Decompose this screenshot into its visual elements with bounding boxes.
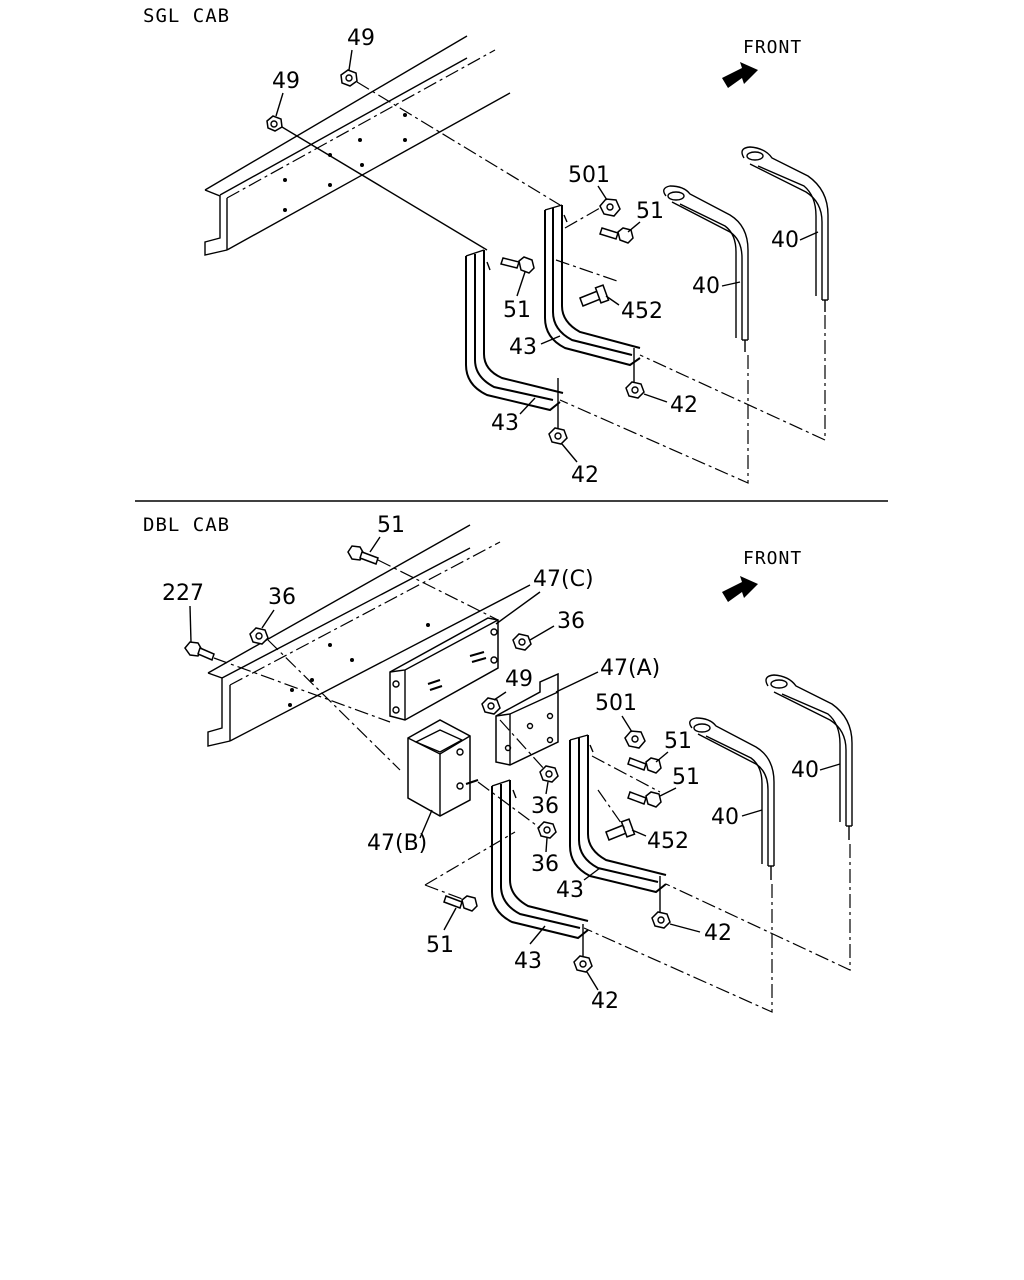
dbl-bolt-51-top bbox=[347, 545, 379, 565]
dbl-nut-36-frame bbox=[249, 627, 269, 645]
dbl-label-43-right: 43 bbox=[556, 878, 584, 903]
dbl-front-arrow-icon bbox=[722, 576, 758, 602]
sgl-nut-42-right bbox=[625, 381, 645, 399]
sgl-nut-501 bbox=[599, 198, 621, 217]
dbl-label-42-right: 42 bbox=[704, 921, 732, 946]
dbl-nut-36-mid bbox=[539, 765, 559, 783]
dbl-bracket-47b bbox=[407, 719, 479, 817]
dbl-label-43-left: 43 bbox=[514, 949, 542, 974]
dbl-strap-40-rear bbox=[765, 674, 853, 840]
dbl-label-42-left: 42 bbox=[591, 989, 619, 1014]
sgl-label-40-front: 40 bbox=[692, 274, 720, 299]
sgl-bolt-51-left bbox=[500, 256, 535, 274]
dbl-label-227: 227 bbox=[162, 581, 204, 606]
sgl-bolt-51-right bbox=[599, 227, 634, 244]
dbl-label-36-c: 36 bbox=[557, 609, 585, 634]
dbl-bolt-51-b bbox=[627, 791, 662, 808]
dbl-stud-452 bbox=[605, 818, 636, 841]
dbl-front-label: FRONT bbox=[743, 548, 802, 569]
dbl-bolt-51-a bbox=[627, 757, 662, 774]
dbl-nut-36-low bbox=[537, 821, 557, 839]
sgl-strap-40-front bbox=[663, 185, 749, 352]
sgl-nut-49-top bbox=[340, 69, 358, 87]
sgl-label-43-left: 43 bbox=[491, 411, 519, 436]
dbl-label-47a: 47(A) bbox=[600, 656, 660, 681]
dbl-label-40-front: 40 bbox=[711, 805, 739, 830]
dbl-label-47b: 47(B) bbox=[367, 831, 427, 856]
sgl-strap-40-rear bbox=[741, 146, 829, 312]
sgl-label-452: 452 bbox=[621, 299, 663, 324]
sgl-label-49-left: 49 bbox=[272, 69, 300, 94]
dbl-nut-36-c bbox=[512, 633, 532, 651]
sgl-label-51-right: 51 bbox=[636, 199, 664, 224]
sgl-cab-title: SGL CAB bbox=[143, 5, 230, 27]
sgl-frame-rail bbox=[204, 35, 511, 256]
dbl-label-47c: 47(C) bbox=[533, 567, 594, 592]
dbl-nut-501 bbox=[624, 730, 646, 749]
dbl-frame-rail bbox=[207, 524, 531, 747]
dbl-cab-section: DBL CAB FRONT 51 bbox=[143, 513, 853, 1014]
dbl-nut-49 bbox=[481, 697, 501, 715]
dbl-label-40-rear: 40 bbox=[791, 758, 819, 783]
sgl-nut-49-left bbox=[266, 115, 283, 132]
sgl-front-label: FRONT bbox=[743, 37, 802, 58]
dbl-label-452: 452 bbox=[647, 829, 689, 854]
sgl-label-42-left: 42 bbox=[571, 463, 599, 488]
dbl-label-51-b: 51 bbox=[672, 765, 700, 790]
dbl-label-501: 501 bbox=[595, 691, 637, 716]
dbl-nut-42-left bbox=[573, 955, 593, 973]
dbl-label-36-low: 36 bbox=[531, 852, 559, 877]
dbl-bolt-51-low bbox=[443, 895, 478, 912]
dbl-cab-title: DBL CAB bbox=[143, 514, 230, 536]
dbl-nut-42-right bbox=[651, 911, 671, 929]
dbl-label-49: 49 bbox=[505, 667, 533, 692]
sgl-label-43-right: 43 bbox=[509, 335, 537, 360]
sgl-label-501: 501 bbox=[568, 163, 610, 188]
sgl-front-arrow-icon bbox=[722, 62, 758, 88]
sgl-nut-42-left bbox=[548, 427, 568, 445]
dbl-bracket-47c bbox=[389, 617, 499, 721]
dbl-label-51-low: 51 bbox=[426, 933, 454, 958]
sgl-bracket-43-left bbox=[465, 249, 564, 412]
sgl-label-42-right: 42 bbox=[670, 393, 698, 418]
dbl-bracket-47a bbox=[495, 672, 559, 766]
dbl-bracket-43-left bbox=[491, 779, 589, 940]
sgl-bracket-43-right bbox=[544, 204, 641, 367]
sgl-label-40-rear: 40 bbox=[771, 228, 799, 253]
dbl-label-51-a: 51 bbox=[664, 729, 692, 754]
dbl-label-36-frame: 36 bbox=[268, 585, 296, 610]
dbl-bolt-227 bbox=[184, 641, 215, 662]
sgl-stud-452 bbox=[579, 284, 610, 307]
sgl-cab-section: SGL CAB FRONT 49 bbox=[143, 5, 829, 488]
sgl-label-49-top: 49 bbox=[347, 26, 375, 51]
dbl-strap-40-front bbox=[689, 717, 775, 880]
sgl-label-51-left: 51 bbox=[503, 298, 531, 323]
dbl-label-51-top: 51 bbox=[377, 513, 405, 538]
dbl-label-36-mid: 36 bbox=[531, 794, 559, 819]
